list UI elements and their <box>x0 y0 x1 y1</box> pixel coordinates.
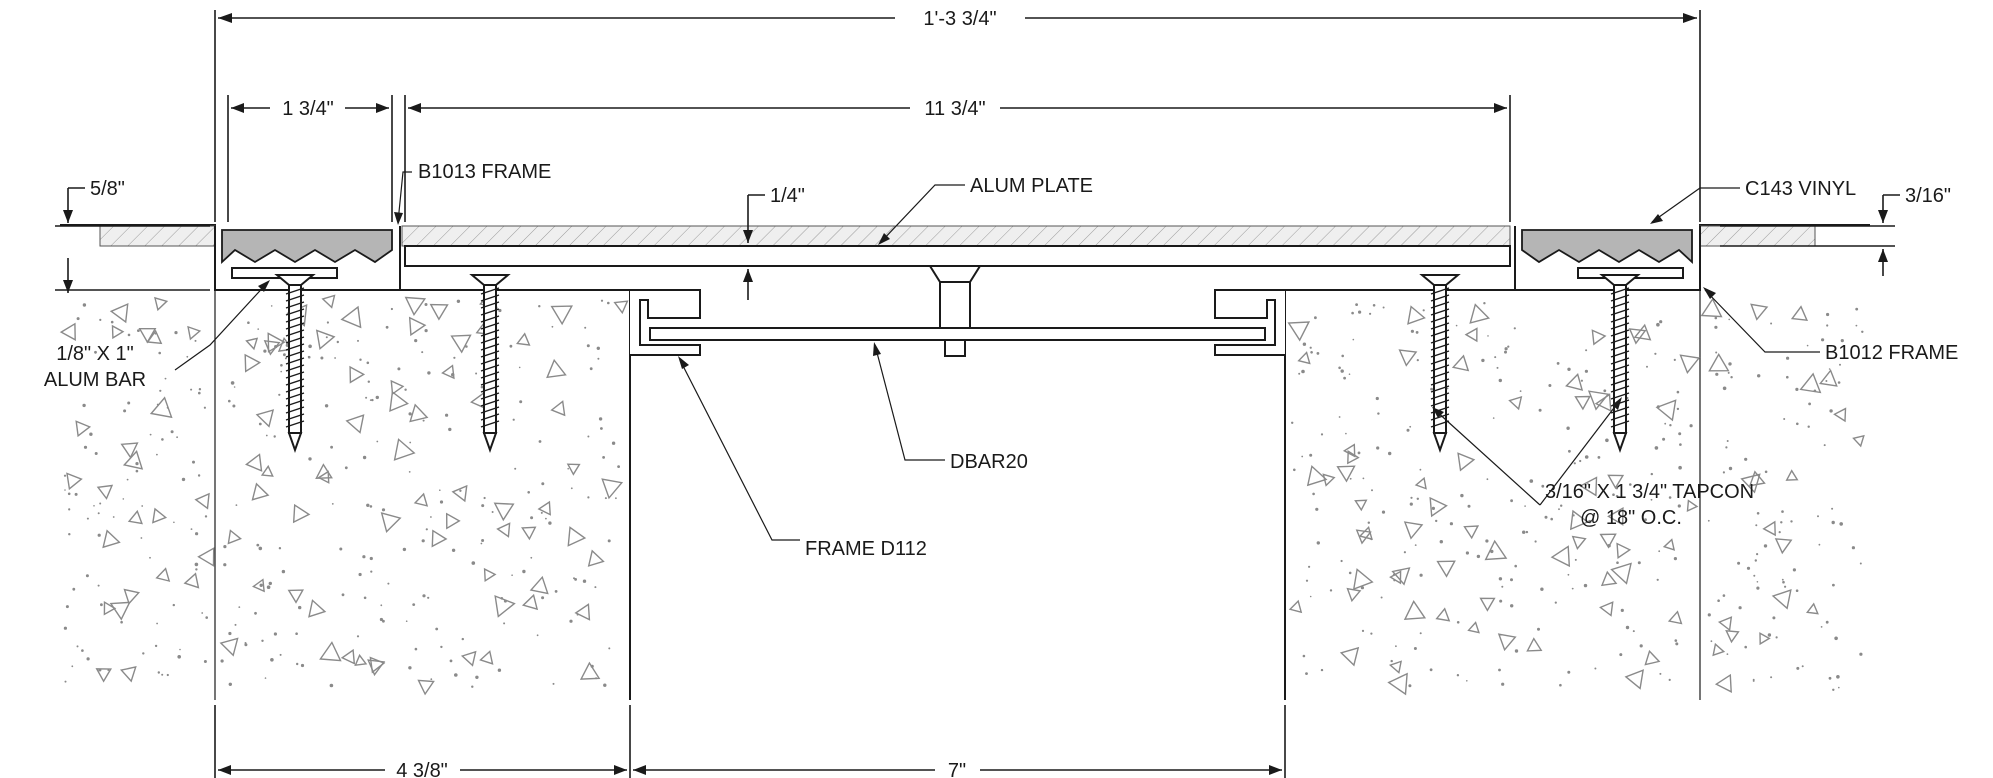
center-topping-hatch <box>401 225 1511 247</box>
c143-vinyl-right <box>1521 229 1693 265</box>
label-b1013-frame: B1013 FRAME <box>418 161 551 183</box>
leader-lines <box>174 171 1820 541</box>
center-bolt <box>928 265 982 357</box>
tapcon-anchors <box>274 274 1641 454</box>
label-alum-plate: ALUM PLATE <box>970 175 1093 197</box>
dim-plate-span: 11 3/4" <box>924 98 985 120</box>
label-alum-bar-line2: ALUM BAR <box>44 369 146 391</box>
dim-overall-width: 1'-3 3/4" <box>923 8 996 30</box>
dbar20 <box>649 327 1266 341</box>
tapcon-screw <box>1599 274 1641 454</box>
label-alum-bar-line1: 1/8" X 1" <box>56 343 134 365</box>
left-concrete-slab <box>60 224 631 700</box>
label-b1012-frame: B1012 FRAME <box>1825 342 1958 364</box>
label-frame-d112: FRAME D112 <box>805 538 927 560</box>
b1012-frame-right <box>1514 226 1701 291</box>
label-c143-vinyl: C143 VINYL <box>1745 178 1856 200</box>
dim-frame-width: 1 3/4" <box>282 98 334 120</box>
label-dbar20: DBAR20 <box>950 451 1028 473</box>
left-topping-hatch <box>99 225 216 247</box>
dimension-lines <box>55 10 1900 778</box>
right-topping-hatch <box>1699 225 1816 247</box>
tapcon-screw <box>469 274 511 454</box>
tapcon-screw <box>1419 274 1461 454</box>
dim-joint-width: 7" <box>948 760 966 778</box>
concrete-aggregate-texture <box>59 290 1865 696</box>
dim-plate-thickness: 1/4" <box>770 185 805 207</box>
tapcon-screw <box>274 274 316 454</box>
callout-labels: B1013 FRAME ALUM PLATE C143 VINYL B1012 … <box>44 161 1959 560</box>
c143-vinyl-left <box>221 229 393 265</box>
dim-slab-edge: 4 3/8" <box>396 760 448 778</box>
alum-plate <box>404 245 1511 267</box>
right-concrete-slab <box>1284 224 1870 700</box>
dimension-labels: 1'-3 3/4" 1 3/4" 11 3/4" 5/8" 1/4" 3/16"… <box>90 8 1951 778</box>
label-tapcon-line1: 3/16" X 1 3/4" TAPCON <box>1545 481 1754 503</box>
frame-d112 <box>630 289 1285 356</box>
dim-slab-depth: 5/8" <box>90 178 125 200</box>
dim-vinyl-thickness: 3/16" <box>1905 185 1951 207</box>
label-tapcon-line2: @ 18" O.C. <box>1580 507 1682 529</box>
b1013-frame-left <box>214 226 401 291</box>
